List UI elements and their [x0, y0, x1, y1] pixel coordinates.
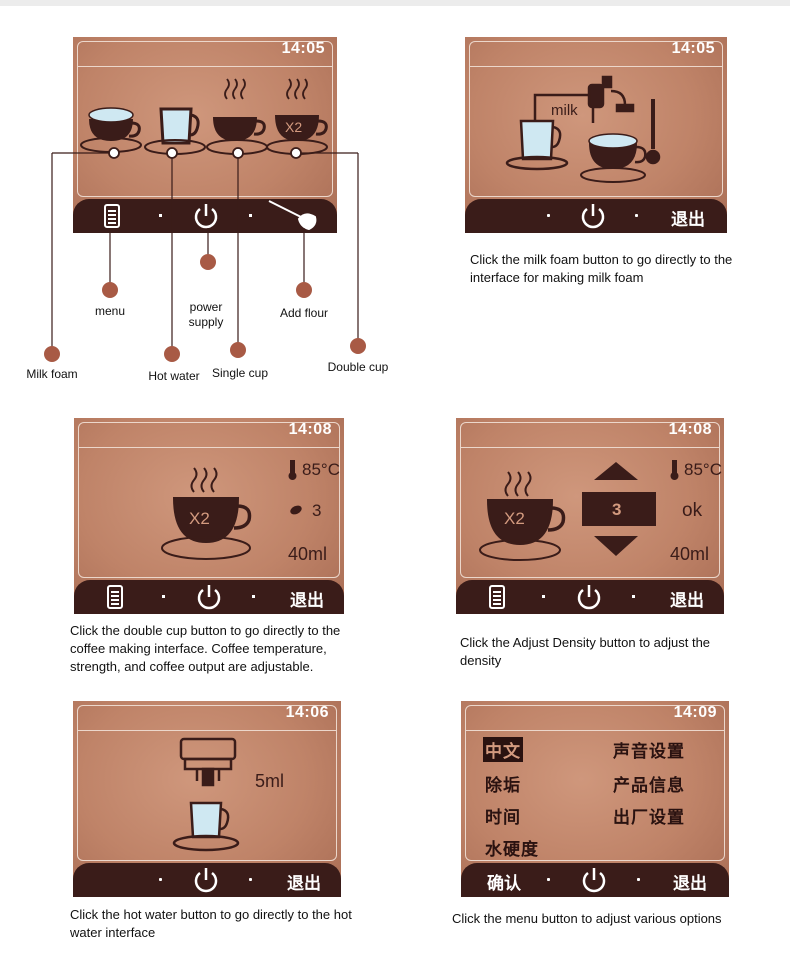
- power-icon: [194, 868, 218, 893]
- power-icon: [577, 585, 601, 610]
- density-value[interactable]: 3: [612, 500, 622, 519]
- double-cup-illustration: X2: [161, 460, 302, 560]
- hot-water-callout-dot: [164, 346, 180, 362]
- milk-text: milk: [551, 102, 578, 119]
- hot-water-caption: Click the hot water button to go directl…: [70, 907, 352, 940]
- menu-icon: [489, 585, 505, 609]
- power-callout-dot: [200, 254, 216, 270]
- exit-button[interactable]: 退出: [671, 210, 705, 229]
- clock: 14:06: [285, 704, 329, 721]
- svg-text:X2: X2: [285, 119, 302, 135]
- menu-item-descale[interactable]: 除垢: [485, 776, 521, 795]
- bottom-bar: 退出: [74, 580, 344, 614]
- screen-frame: [469, 41, 723, 197]
- callout-lines: [44, 147, 366, 362]
- label-hot-water: Hot water: [148, 369, 200, 383]
- power-icon: [194, 204, 218, 229]
- dispenser-head: [179, 737, 237, 761]
- menu-callout-dot: [102, 282, 118, 298]
- label-milk-foam: Milk foam: [26, 367, 78, 381]
- label-power-supply: power supply: [188, 300, 224, 329]
- bottom-bar: 退出: [456, 580, 724, 614]
- power-icon: [581, 204, 605, 229]
- temperature-value: 85°C: [302, 460, 340, 479]
- menu-item-sound-settings[interactable]: 声音设置: [613, 742, 685, 761]
- exit-button[interactable]: 退出: [670, 591, 704, 610]
- clock: 14:09: [673, 704, 717, 721]
- double-cup-screen: 14:08 X2 85°C 3 40ml 退出: [74, 418, 344, 614]
- hot-water-screen: 14:06 5ml 退出: [73, 701, 341, 897]
- density-down-arrow: [594, 536, 638, 556]
- milk-foam-caption: Click the milk foam button to go directl…: [470, 252, 733, 285]
- single-cup-callout-dot: [230, 342, 246, 358]
- screen-frame: [77, 41, 333, 197]
- label-add-flour: Add flour: [279, 306, 329, 320]
- clock: 14:08: [288, 421, 332, 438]
- density-up-arrow: [594, 462, 638, 480]
- x2-label: X2: [189, 509, 210, 528]
- add-flour-icon: [268, 200, 317, 231]
- volume-value: 5ml: [255, 771, 285, 791]
- power-icon: [197, 585, 221, 610]
- milk-foam-callout-dot: [44, 346, 60, 362]
- clock: 14:05: [281, 40, 325, 57]
- label-menu: menu: [94, 304, 126, 318]
- volume-value: 40ml: [670, 544, 710, 564]
- screen-frame: [78, 422, 340, 578]
- strength-value: 3: [312, 501, 322, 520]
- clock: 14:08: [668, 421, 712, 438]
- confirm-button[interactable]: 确认: [487, 874, 521, 893]
- label-double-cup: Double cup: [327, 360, 389, 374]
- menu-item-product-info[interactable]: 产品信息: [613, 776, 685, 795]
- menu-caption: Click the menu button to adjust various …: [452, 911, 722, 926]
- double-cup-icon: X2: [266, 78, 328, 155]
- hot-water-jug-icon: [144, 107, 206, 155]
- menu-icon: [107, 585, 123, 609]
- screen-frame: [465, 705, 725, 861]
- menu-item-factory-settings[interactable]: 出厂设置: [613, 808, 685, 827]
- power-icon: [582, 868, 606, 893]
- svg-text:X2: X2: [504, 509, 525, 528]
- top-strip: [0, 0, 790, 6]
- menu-item-chinese[interactable]: 中文: [483, 737, 523, 762]
- menu-screen: 14:09 中文 声音设置 除垢 产品信息 时间 出厂设置 水硬度 确认 退出: [461, 701, 729, 897]
- clock: 14:05: [671, 40, 715, 57]
- main-screen: 14:05 X2: [73, 37, 337, 233]
- exit-button[interactable]: 退出: [673, 874, 707, 893]
- temperature-value: 85°C: [684, 460, 722, 479]
- density-illustration: X2: [479, 460, 679, 561]
- milk-foam-illustration: milk: [505, 75, 661, 183]
- hot-water-illustration: [172, 737, 240, 852]
- exit-button[interactable]: 退出: [290, 591, 324, 610]
- bottom-bar: 退出: [73, 863, 341, 897]
- menu-item-water-hardness[interactable]: 水硬度: [485, 840, 539, 859]
- double-cup-caption: Click the double cup button to go direct…: [70, 623, 341, 674]
- milk-foam-screen: 14:05 milk 退出: [465, 37, 727, 233]
- volume-value: 40ml: [288, 544, 328, 564]
- main-icons: X2: [80, 78, 328, 155]
- exit-button[interactable]: 退出: [287, 874, 321, 893]
- screen-frame: [460, 422, 720, 578]
- bottom-bar: 确认 退出: [461, 863, 729, 897]
- screen-frame: [77, 705, 337, 861]
- density-caption: Click the Adjust Density button to adjus…: [460, 635, 711, 668]
- density-screen: 14:08 X2 3 85°C ok 40ml 退出: [456, 418, 724, 614]
- bottom-bar: 退出: [465, 199, 727, 233]
- menu-icon: [104, 204, 120, 228]
- ok-button[interactable]: ok: [682, 500, 703, 521]
- bottom-bar: [73, 199, 337, 233]
- add-flour-callout-dot: [296, 282, 312, 298]
- double-cup-callout-dot: [350, 338, 366, 354]
- menu-item-time[interactable]: 时间: [485, 808, 521, 827]
- label-single-cup: Single cup: [211, 366, 269, 380]
- density-value-box: [582, 492, 656, 526]
